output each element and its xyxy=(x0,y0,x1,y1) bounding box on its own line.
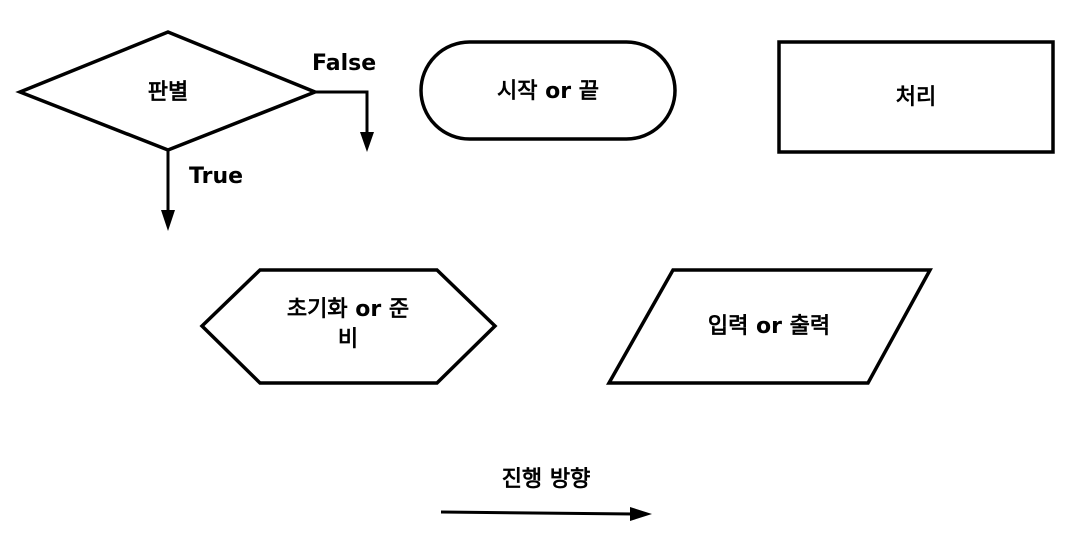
terminal-shape xyxy=(419,40,677,141)
flow-direction-arrowhead xyxy=(630,507,652,521)
true-label: True xyxy=(189,164,243,189)
process-shape xyxy=(777,40,1055,154)
preparation-label-line1: 초기화 or 준 xyxy=(287,297,409,322)
io-parallelogram xyxy=(605,268,933,385)
io-label: 입력 or 출력 xyxy=(708,314,830,339)
terminal-symbol: 시작 or 끝 xyxy=(419,40,677,141)
false-branch-line xyxy=(315,90,369,134)
decision-label: 판별 xyxy=(148,80,188,105)
decision-symbol: 판별 False True xyxy=(15,30,376,231)
preparation-symbol: 초기화 or 준 비 xyxy=(199,268,498,385)
process-label: 처리 xyxy=(896,85,936,110)
flow-direction-symbol: 진행 방향 xyxy=(440,467,652,521)
false-label: False xyxy=(312,51,376,76)
flow-direction-line xyxy=(440,510,635,516)
false-branch-arrowhead xyxy=(360,132,374,152)
true-branch-arrowhead xyxy=(161,210,175,231)
io-symbol: 입력 or 출력 xyxy=(605,268,933,385)
preparation-label-line2: 비 xyxy=(338,327,358,352)
preparation-hexagon xyxy=(199,268,498,385)
flow-direction-label: 진행 방향 xyxy=(502,467,591,492)
terminal-label: 시작 or 끝 xyxy=(497,79,599,104)
process-symbol: 처리 xyxy=(777,40,1055,154)
